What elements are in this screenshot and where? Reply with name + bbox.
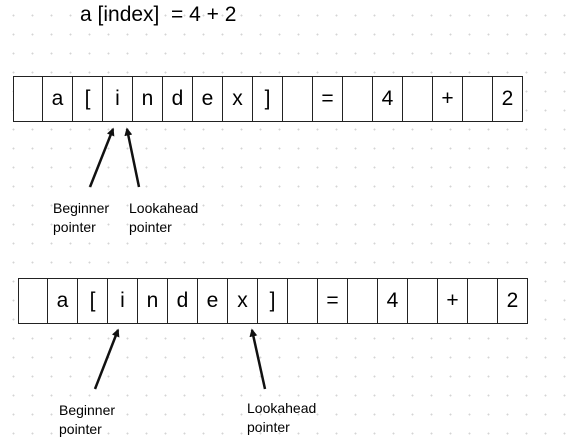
buffer-cell: d bbox=[168, 278, 198, 324]
buffer-cell: x bbox=[223, 76, 253, 122]
buffer-cell: 2 bbox=[493, 76, 523, 122]
buffer-cell: = bbox=[318, 278, 348, 324]
buffer-cell: i bbox=[108, 278, 138, 324]
buffer-cell bbox=[283, 76, 313, 122]
buffer-cell bbox=[343, 76, 373, 122]
buffer-cell bbox=[403, 76, 433, 122]
beginner-pointer-arrow-1 bbox=[88, 127, 115, 188]
buffer-cell: 2 bbox=[498, 278, 528, 324]
beginner-pointer-label-1: Beginner pointer bbox=[53, 200, 110, 235]
lookahead-pointer-label-2: Lookahead pointer bbox=[247, 400, 317, 435]
buffer-cell: 4 bbox=[373, 76, 403, 122]
buffer-cell bbox=[288, 278, 318, 324]
beginner-pointer-arrow-2 bbox=[93, 328, 120, 390]
beginner-pointer-label-2: Beginner pointer bbox=[59, 402, 116, 437]
buffer-cell: + bbox=[438, 278, 468, 324]
buffer-cell: d bbox=[163, 76, 193, 122]
buffer-cell: [ bbox=[78, 278, 108, 324]
buffer-cell bbox=[348, 278, 378, 324]
lookahead-pointer-label-1: Lookahead pointer bbox=[129, 200, 199, 235]
buffer-cell: + bbox=[433, 76, 463, 122]
expression-title: a [index] = 4 + 2 bbox=[80, 3, 237, 26]
buffer-cell bbox=[19, 278, 48, 324]
buffer-cell: 4 bbox=[378, 278, 408, 324]
buffer-cell: e bbox=[198, 278, 228, 324]
buffer-cell: a bbox=[48, 278, 78, 324]
buffer-cell: = bbox=[313, 76, 343, 122]
lookahead-pointer-arrow-1 bbox=[124, 127, 141, 188]
lookahead-pointer-arrow-2 bbox=[249, 328, 267, 390]
buffer-cell: i bbox=[103, 76, 133, 122]
buffer-cell bbox=[408, 278, 438, 324]
buffer-cell: a bbox=[43, 76, 73, 122]
buffer-cell: n bbox=[138, 278, 168, 324]
buffer-cell: [ bbox=[73, 76, 103, 122]
buffer-cell: x bbox=[228, 278, 258, 324]
buffer-cell: ] bbox=[253, 76, 283, 122]
buffer-cell bbox=[463, 76, 493, 122]
buffer-cell: e bbox=[193, 76, 223, 122]
buffer-cell bbox=[468, 278, 498, 324]
buffer-cell bbox=[14, 76, 43, 122]
buffer-cell: n bbox=[133, 76, 163, 122]
buffer-cell: ] bbox=[258, 278, 288, 324]
